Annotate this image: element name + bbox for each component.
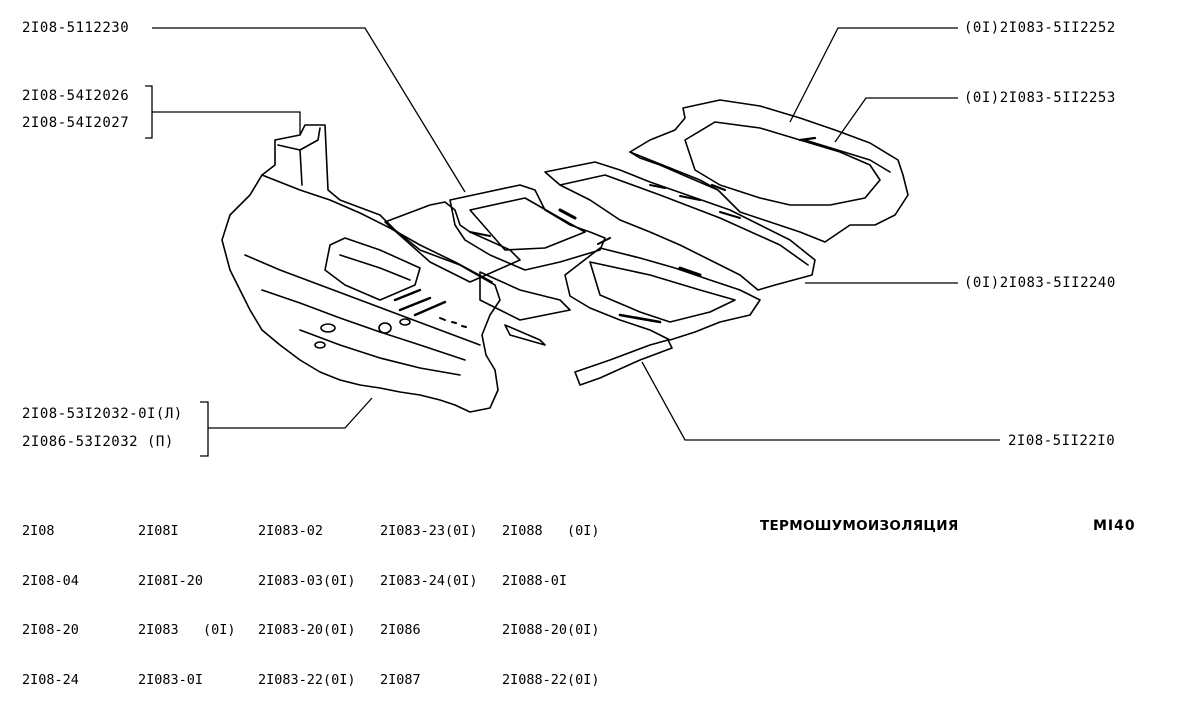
model-code: 2I08-04	[22, 572, 79, 589]
model-column-4: 2I083-23(0I) 2I083-24(0I) 2I086 2I087	[380, 490, 478, 705]
callout-label-2108-5312032-01: 2I08-53I2032-0I(Л)	[22, 406, 183, 422]
leader-2108-5412026-7	[145, 85, 301, 139]
front-floor-mat-part	[384, 184, 611, 346]
insulation-assembly-drawing	[145, 27, 1000, 457]
model-code: 2I088-20(0I)	[502, 622, 600, 638]
leader-2108-5312032	[200, 397, 373, 457]
leader-01-21083-5112252	[789, 27, 958, 123]
model-code: 2I088-22(0I)	[502, 671, 600, 688]
rear-floor-mat-part	[544, 161, 816, 386]
leader-2108-5112230	[152, 27, 466, 193]
model-code: 2I083-23(0I)	[380, 523, 478, 539]
model-code: 2I083-22(0I)	[258, 671, 356, 688]
callout-label-01-21083-5112253: (0I)2I083-5II2253	[964, 90, 1116, 106]
model-code: 2I08I	[138, 523, 179, 539]
callout-label-2108-5112210: 2I08-5II22I0	[1008, 433, 1116, 449]
page-title: ТЕРМОШУМОИЗОЛЯЦИЯ	[760, 518, 959, 534]
callout-label-2108-5412026: 2I08-54I2026	[22, 88, 130, 104]
trunk-floor-mat-part	[629, 99, 909, 243]
model-code: 2I08-20	[22, 622, 79, 638]
model-code: 2I086	[380, 622, 421, 638]
model-code: 2I083-24(0I)	[380, 572, 478, 589]
model-code: 2I083-02	[258, 523, 324, 539]
model-code: 2I088-0I	[502, 572, 568, 589]
leader-01-21083-5112253	[834, 97, 958, 143]
page-code: MI40	[1093, 518, 1136, 534]
callout-label-01-21083-5112240: (0I)2I083-5II2240	[964, 275, 1116, 291]
model-code: 2I083-03(0I)	[258, 572, 356, 589]
callout-label-2108-5112230: 2I08-5112230	[22, 20, 130, 36]
model-code: 2I08	[22, 523, 55, 539]
front-dash-insulation-part	[221, 124, 501, 413]
model-column-2: 2I08I 2I08I-20 2I083 (0I) 2I083-0I	[138, 490, 236, 705]
model-code: 2I083 (0I)	[138, 622, 236, 638]
model-code: 2I08I-20	[138, 572, 204, 589]
callout-label-01-21083-5112252: (0I)2I083-5II2252	[964, 20, 1116, 36]
model-code: 2I08-24	[22, 671, 79, 688]
model-code: 2I088 (0I)	[502, 523, 600, 539]
model-column-5: 2I088 (0I) 2I088-0I 2I088-20(0I) 2I088-2…	[502, 490, 600, 705]
model-column-1: 2I08 2I08-04 2I08-20 2I08-24	[22, 490, 79, 705]
leader-2108-5112210	[641, 361, 1000, 441]
callout-label-21086-5312032: 2I086-53I2032 (П)	[22, 434, 174, 450]
model-code: 2I083-20(0I)	[258, 622, 356, 638]
callout-label-2108-5412027: 2I08-54I2027	[22, 115, 130, 131]
model-code: 2I083-0I	[138, 671, 204, 688]
model-code: 2I087	[380, 671, 421, 688]
model-column-3: 2I083-02 2I083-03(0I) 2I083-20(0I) 2I083…	[258, 490, 356, 705]
